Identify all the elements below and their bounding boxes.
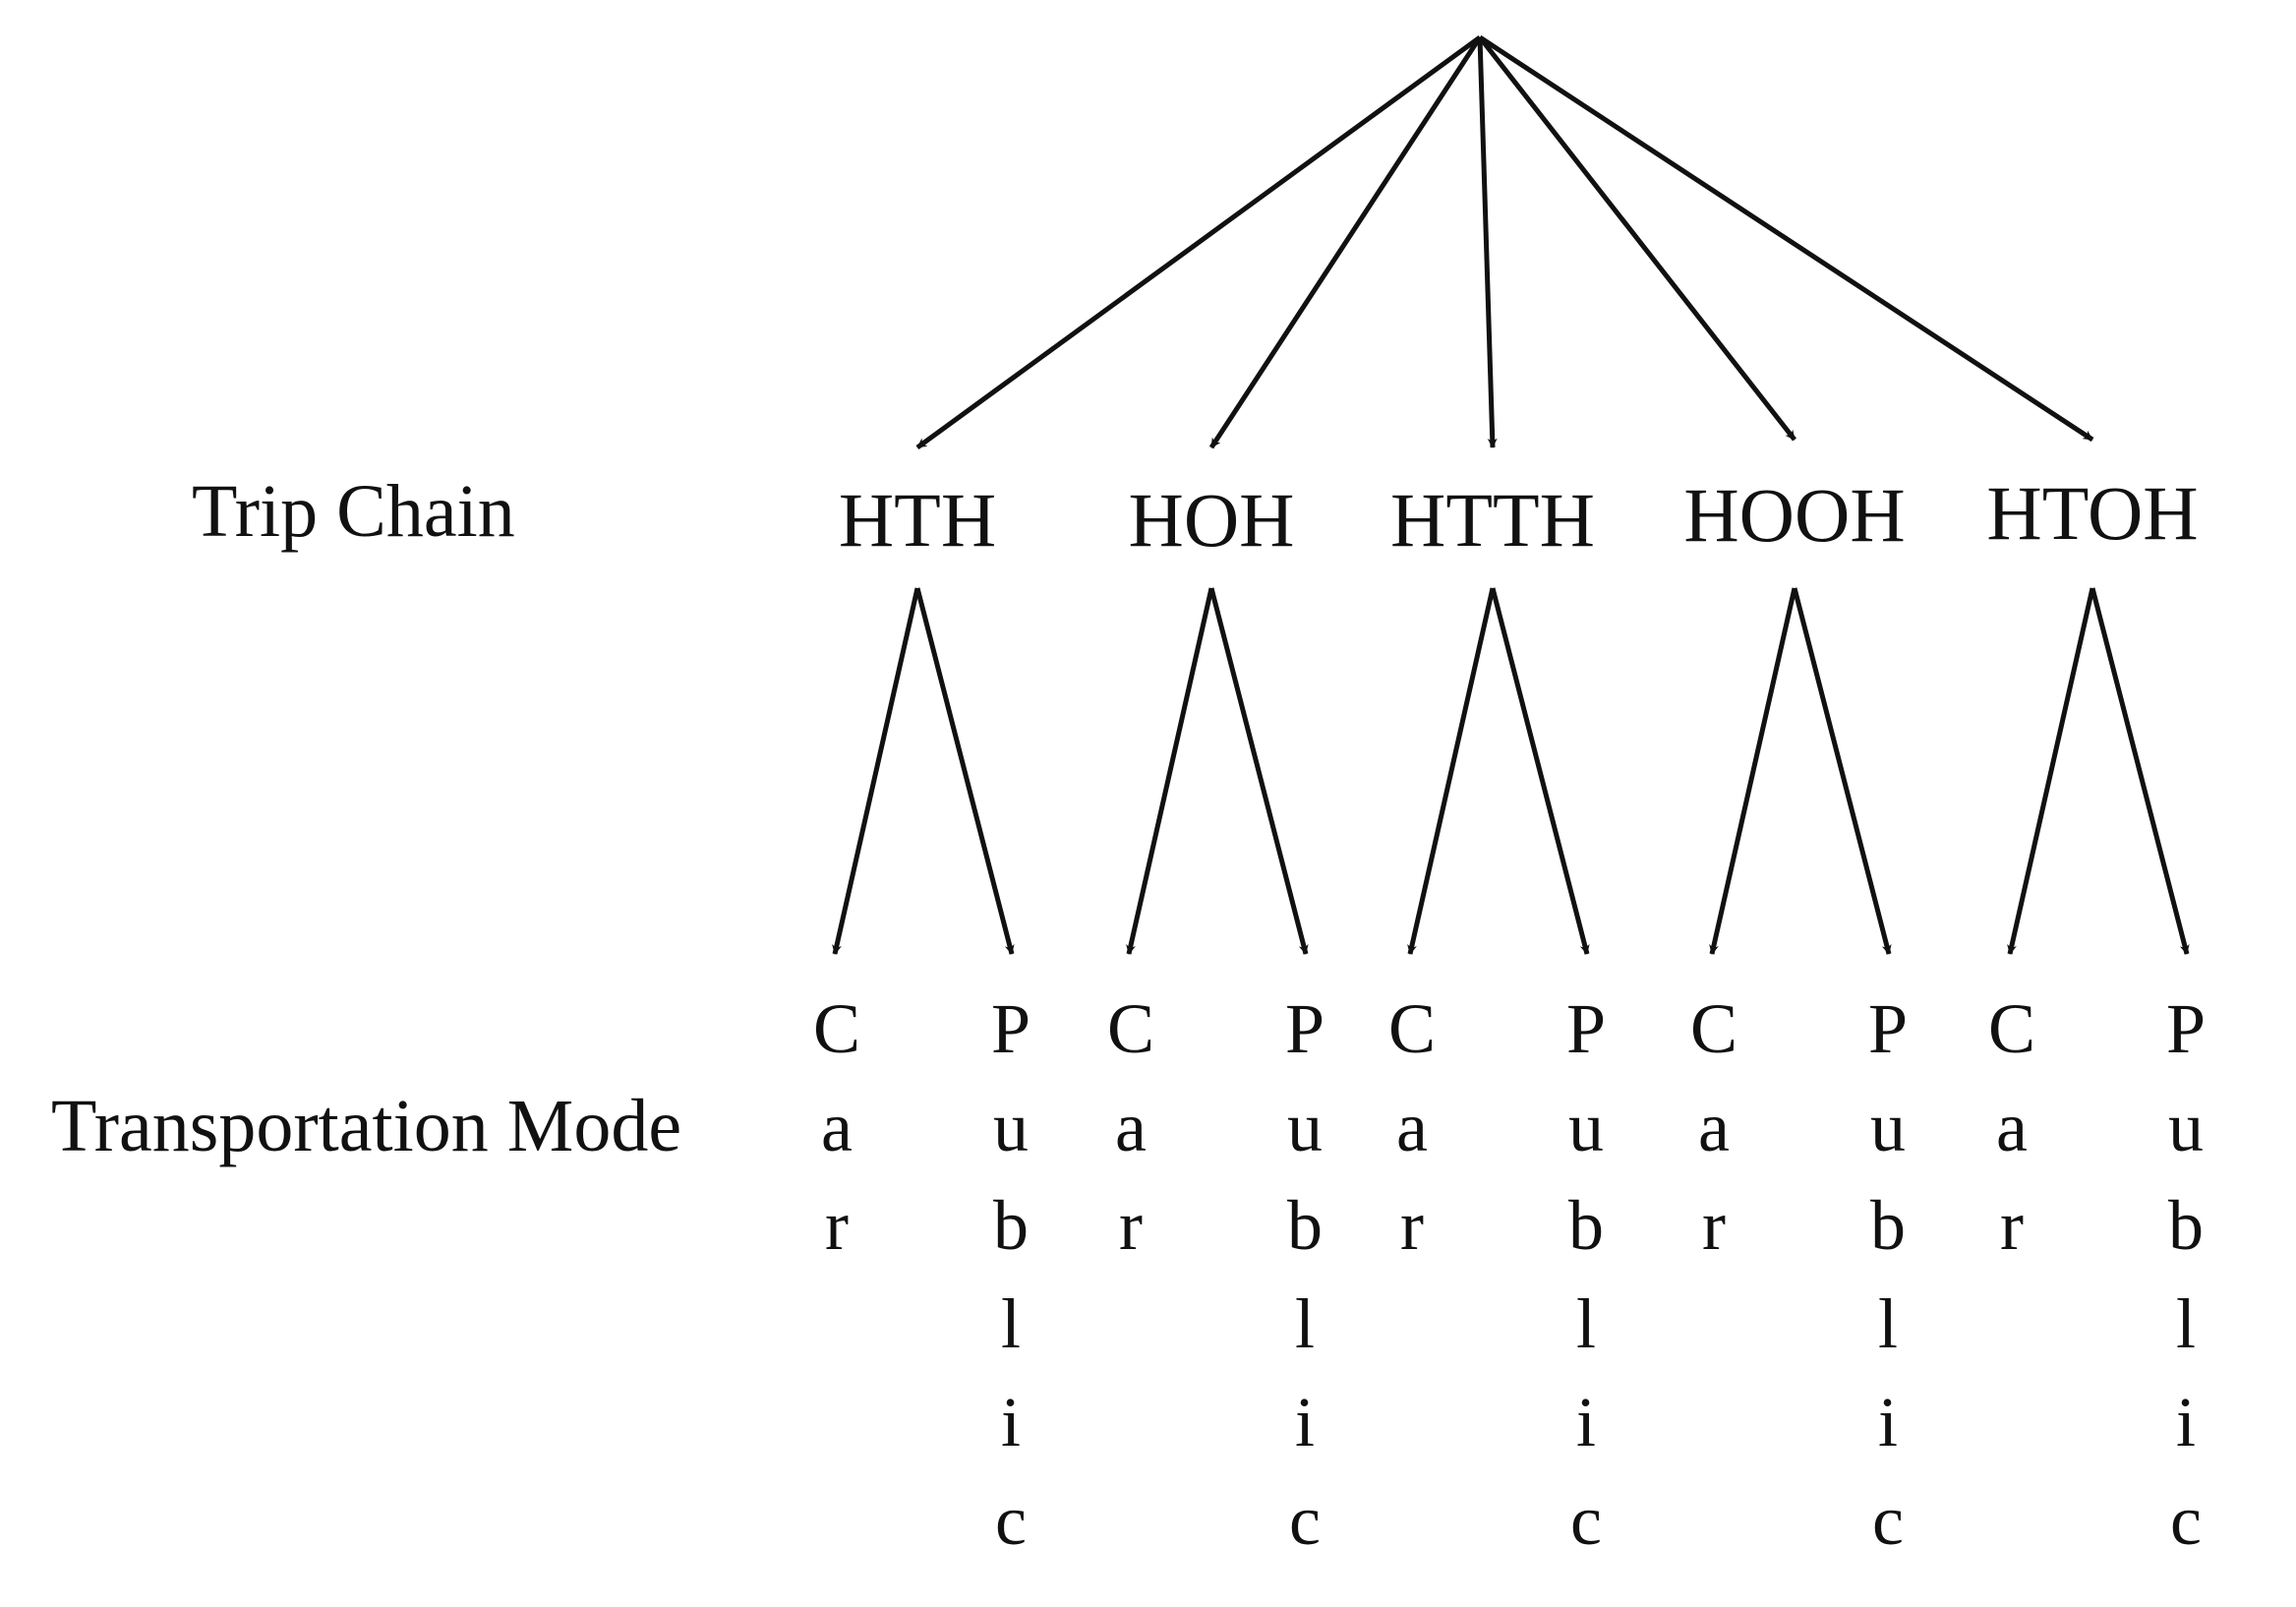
- edge-root-to-hoh: [1208, 35, 1483, 449]
- mode-letter: l: [1295, 1284, 1315, 1363]
- edge-root-to-hth: [915, 34, 1482, 450]
- mode-letter: P: [991, 989, 1030, 1068]
- transportation-mode-row-label: Transportation Mode: [51, 1085, 681, 1167]
- mode-letter: u: [2168, 1088, 2204, 1166]
- mode-letter: r: [825, 1186, 849, 1265]
- mode-letter: i: [1001, 1383, 1021, 1461]
- trip-chain-label-hooh: HOOH: [1683, 472, 1905, 558]
- mode-letter: i: [1576, 1383, 1596, 1461]
- edge-root-to-htoh: [1478, 34, 2094, 443]
- trip-chain-label-htth: HTTH: [1390, 477, 1595, 563]
- edge-hth-to-car: [832, 587, 920, 955]
- mode-letter: u: [1568, 1088, 1604, 1166]
- mode-letter: a: [1996, 1088, 2028, 1166]
- mode-letter: a: [1698, 1088, 1730, 1166]
- mode-letter: c: [1872, 1481, 1904, 1560]
- mode-letter: a: [821, 1088, 853, 1166]
- mode-letter: c: [1570, 1481, 1602, 1560]
- trip-chain-row-label: Trip Chain: [192, 470, 515, 553]
- mode-letter: u: [1870, 1088, 1906, 1166]
- trip-chain-labels: HTH HOH HTTH HOOH HTOH: [839, 470, 2199, 563]
- mode-letter: b: [993, 1186, 1029, 1265]
- mode-letter: c: [2170, 1481, 2202, 1560]
- edge-root-to-hooh: [1478, 35, 1796, 442]
- mode-letter: C: [1988, 989, 2035, 1068]
- tree-edges: [832, 34, 2190, 955]
- mode-letter: P: [1868, 989, 1908, 1068]
- mode-letter: C: [1690, 989, 1737, 1068]
- mode-letter: l: [1576, 1284, 1596, 1363]
- mode-letter: P: [1285, 989, 1325, 1068]
- edge-hooh-to-public: [1792, 587, 1892, 955]
- mode-letter: l: [1878, 1284, 1898, 1363]
- mode-letter: r: [1400, 1186, 1424, 1265]
- edge-hooh-to-car: [1709, 587, 1797, 955]
- edge-htth-to-public: [1490, 587, 1590, 955]
- mode-letter: i: [2176, 1383, 2196, 1461]
- mode-letter: c: [995, 1481, 1027, 1560]
- edge-hoh-to-public: [1208, 587, 1309, 955]
- trip-chain-label-htoh: HTOH: [1986, 470, 2198, 556]
- mode-letter: l: [2176, 1284, 2196, 1363]
- mode-letter: b: [1287, 1186, 1323, 1265]
- mode-letter: c: [1289, 1481, 1321, 1560]
- mode-letter: i: [1878, 1383, 1898, 1461]
- mode-letter: r: [1702, 1186, 1726, 1265]
- mode-letter: u: [1287, 1088, 1323, 1166]
- edge-htth-to-car: [1407, 587, 1496, 955]
- trip-chain-label-hoh: HOH: [1129, 477, 1295, 563]
- mode-letter: P: [2166, 989, 2206, 1068]
- mode-letter: i: [1295, 1383, 1315, 1461]
- edge-hth-to-public: [914, 587, 1015, 955]
- edge-root-to-htth: [1477, 36, 1498, 448]
- mode-letter: b: [2168, 1186, 2204, 1265]
- edge-htoh-to-public: [2090, 587, 2190, 955]
- mode-letter: C: [813, 989, 860, 1068]
- mode-letter: r: [1119, 1186, 1143, 1265]
- mode-letter: u: [993, 1088, 1029, 1166]
- edge-hoh-to-car: [1126, 587, 1214, 955]
- mode-letter: r: [2000, 1186, 2024, 1265]
- trip-chain-label-hth: HTH: [839, 477, 996, 563]
- mode-letter: a: [1396, 1088, 1428, 1166]
- edge-htoh-to-car: [2007, 587, 2095, 955]
- mode-letter: a: [1115, 1088, 1147, 1166]
- mode-letter: P: [1566, 989, 1606, 1068]
- mode-letter: b: [1870, 1186, 1906, 1265]
- mode-letter: C: [1107, 989, 1154, 1068]
- mode-letter: b: [1568, 1186, 1604, 1265]
- mode-letter: C: [1388, 989, 1436, 1068]
- mode-letter: l: [1001, 1284, 1021, 1363]
